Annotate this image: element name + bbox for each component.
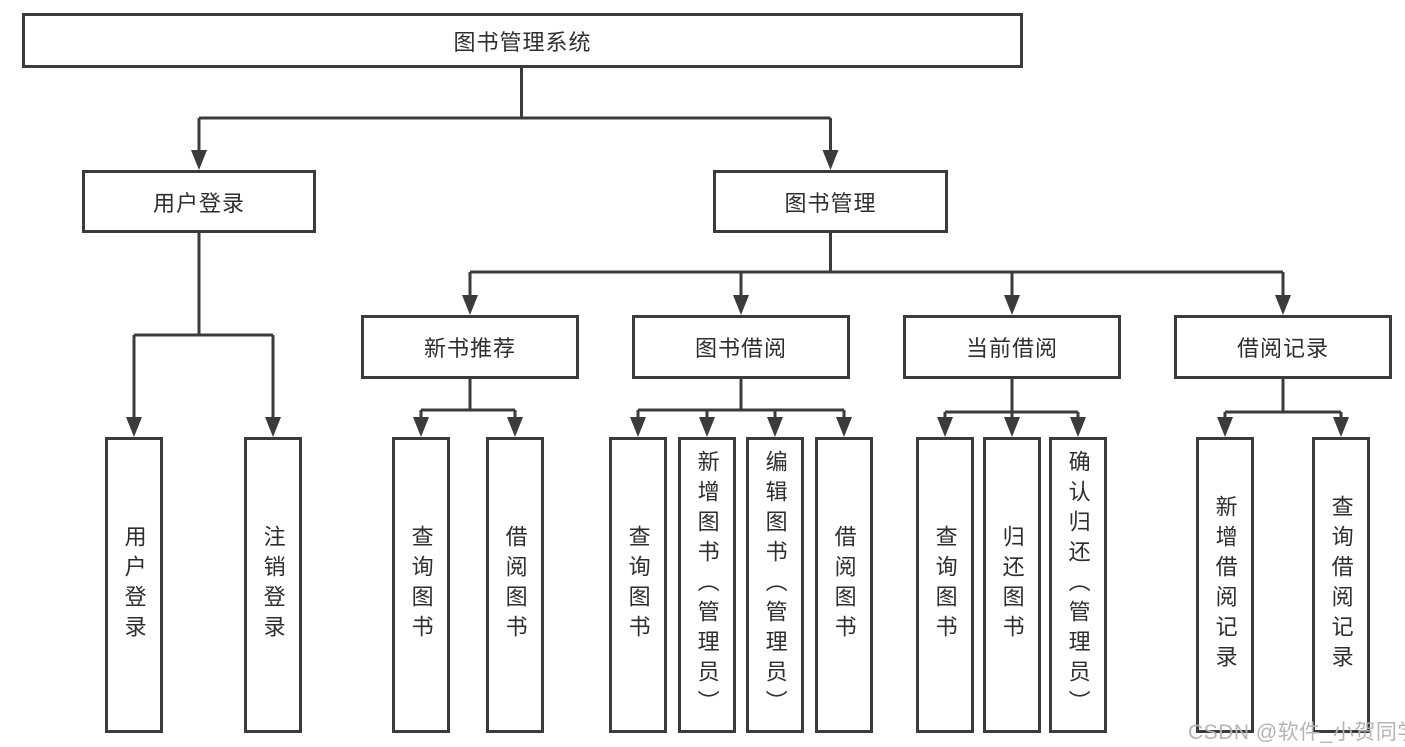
leaf-query-books-3-label: 查询图书	[932, 525, 958, 645]
leaf-return-book: 归还图书	[983, 437, 1041, 733]
leaf-query-books-1: 查询图书	[392, 437, 450, 733]
node-borrow-records: 借阅记录	[1174, 315, 1392, 379]
leaf-query-books-1-label: 查询图书	[408, 525, 434, 645]
node-root-label: 图书管理系统	[453, 29, 592, 55]
leaf-return-book-label: 归还图书	[999, 525, 1025, 645]
leaf-query-borrow-record-label: 查询借阅记录	[1328, 495, 1354, 675]
leaf-edit-book-admin-label: 编辑图书（管理员）	[762, 450, 788, 720]
leaf-confirm-return-admin-label: 确认归还（管理员）	[1065, 450, 1091, 720]
leaf-query-books-3: 查询图书	[916, 437, 974, 733]
node-book-mgmt: 图书管理	[713, 170, 948, 233]
leaf-add-book-admin: 新增图书（管理员）	[678, 437, 736, 733]
leaf-add-book-admin-label: 新增图书（管理员）	[694, 450, 720, 720]
leaf-borrow-books-1: 借阅图书	[486, 437, 544, 733]
leaf-user-login-label: 用户登录	[121, 525, 147, 645]
leaf-confirm-return-admin: 确认归还（管理员）	[1049, 437, 1107, 733]
node-new-books: 新书推荐	[361, 315, 579, 379]
leaf-borrow-books-2-label: 借阅图书	[831, 525, 857, 645]
node-root: 图书管理系统	[22, 13, 1023, 68]
leaf-query-books-2-label: 查询图书	[625, 525, 651, 645]
node-book-mgmt-label: 图书管理	[784, 190, 877, 216]
leaf-user-login: 用户登录	[105, 437, 163, 733]
leaf-add-borrow-record: 新增借阅记录	[1196, 437, 1254, 733]
node-user-login-label: 用户登录	[152, 190, 245, 216]
node-current-borrowing-label: 当前借阅	[965, 336, 1058, 361]
node-current-borrowing: 当前借阅	[903, 315, 1121, 379]
leaf-query-borrow-record: 查询借阅记录	[1312, 437, 1370, 733]
leaf-logout-label: 注销登录	[260, 525, 286, 645]
node-new-books-label: 新书推荐	[423, 336, 516, 361]
leaf-borrow-books-1-label: 借阅图书	[502, 525, 528, 645]
node-borrow-records-label: 借阅记录	[1236, 336, 1329, 361]
leaf-logout: 注销登录	[244, 437, 302, 733]
leaf-query-books-2: 查询图书	[609, 437, 667, 733]
leaf-add-borrow-record-label: 新增借阅记录	[1212, 495, 1238, 675]
csdn-watermark: CSDN @软件_小贺同学	[1188, 721, 1405, 744]
node-book-borrowing-label: 图书借阅	[694, 336, 787, 361]
leaf-edit-book-admin: 编辑图书（管理员）	[746, 437, 804, 733]
node-user-login: 用户登录	[82, 170, 316, 233]
leaf-borrow-books-2: 借阅图书	[815, 437, 873, 733]
node-book-borrowing: 图书借阅	[632, 315, 850, 379]
